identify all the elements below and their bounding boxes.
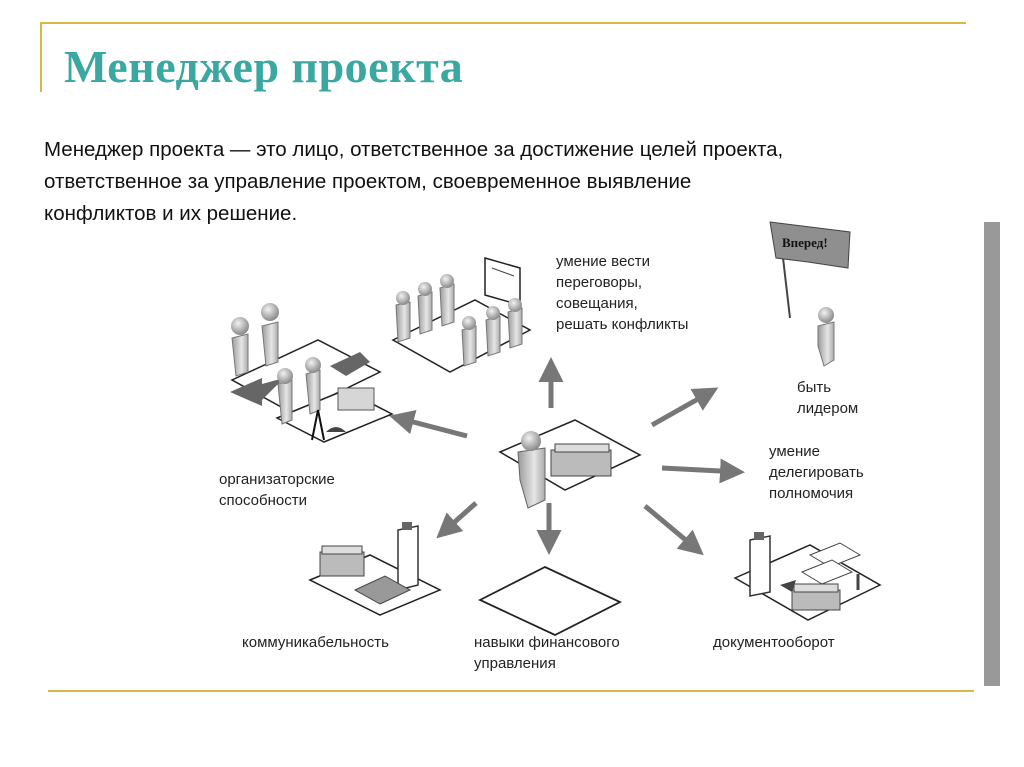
label-line: быть (797, 379, 831, 396)
node-communication-label: коммуникабельность (242, 634, 389, 651)
label-line: делегировать (769, 464, 864, 481)
paragraph-line: конфликтов и их решение. (44, 202, 298, 225)
label-line: коммуникабельность (242, 634, 389, 651)
label-line: способности (219, 492, 307, 509)
left-accent-line (40, 22, 42, 92)
node-finance-label: навыки финансового управления (474, 634, 620, 672)
arrow-right (661, 458, 745, 484)
diagram-arrows (389, 357, 745, 556)
bottom-accent-line (48, 690, 974, 692)
paragraph-line: Менеджер проекта — это лицо, ответственн… (44, 138, 784, 161)
negotiation-illustration (391, 257, 532, 373)
arrow-left (389, 409, 468, 439)
label-line: полномочия (769, 485, 853, 502)
slide-title: Менеджер проекта (64, 41, 464, 92)
documents-illustration (733, 532, 882, 621)
node-organization-label: организаторские способности (219, 471, 335, 509)
top-accent-line (40, 22, 966, 24)
label-line: решать конфликты (556, 316, 688, 333)
arrow-lower-right (643, 504, 704, 556)
label-line: навыки финансового (474, 634, 620, 651)
node-leader-label: быть лидером (797, 379, 858, 417)
label-line: переговоры, (556, 274, 642, 291)
label-line: организаторские (219, 471, 335, 488)
label-line: умение вести (556, 253, 650, 270)
definition-paragraph: Менеджер проекта — это лицо, ответственн… (44, 134, 984, 230)
label-line: лидером (797, 400, 858, 417)
side-scrollbar[interactable] (984, 222, 1000, 686)
center-manager-illustration (498, 419, 642, 509)
finance-illustration (477, 565, 623, 637)
node-negotiation-label: умение вести переговоры, совещания, реша… (556, 253, 688, 333)
arrow-lower-left (436, 501, 478, 539)
paragraph-line: ответственное за управление проектом, св… (44, 170, 692, 193)
communication-illustration (308, 522, 442, 616)
label-line: управления (474, 655, 556, 672)
node-delegate-label: умение делегировать полномочия (769, 443, 864, 502)
node-documents-label: документооборот (713, 634, 835, 651)
label-line: документооборот (713, 634, 835, 651)
label-line: совещания, (556, 295, 638, 312)
flag-label: Вперед! (782, 235, 828, 250)
organization-illustration (230, 303, 394, 443)
leader-illustration: Вперед! (769, 221, 851, 367)
label-line: умение (769, 443, 820, 460)
arrow-upper-right (650, 387, 719, 428)
